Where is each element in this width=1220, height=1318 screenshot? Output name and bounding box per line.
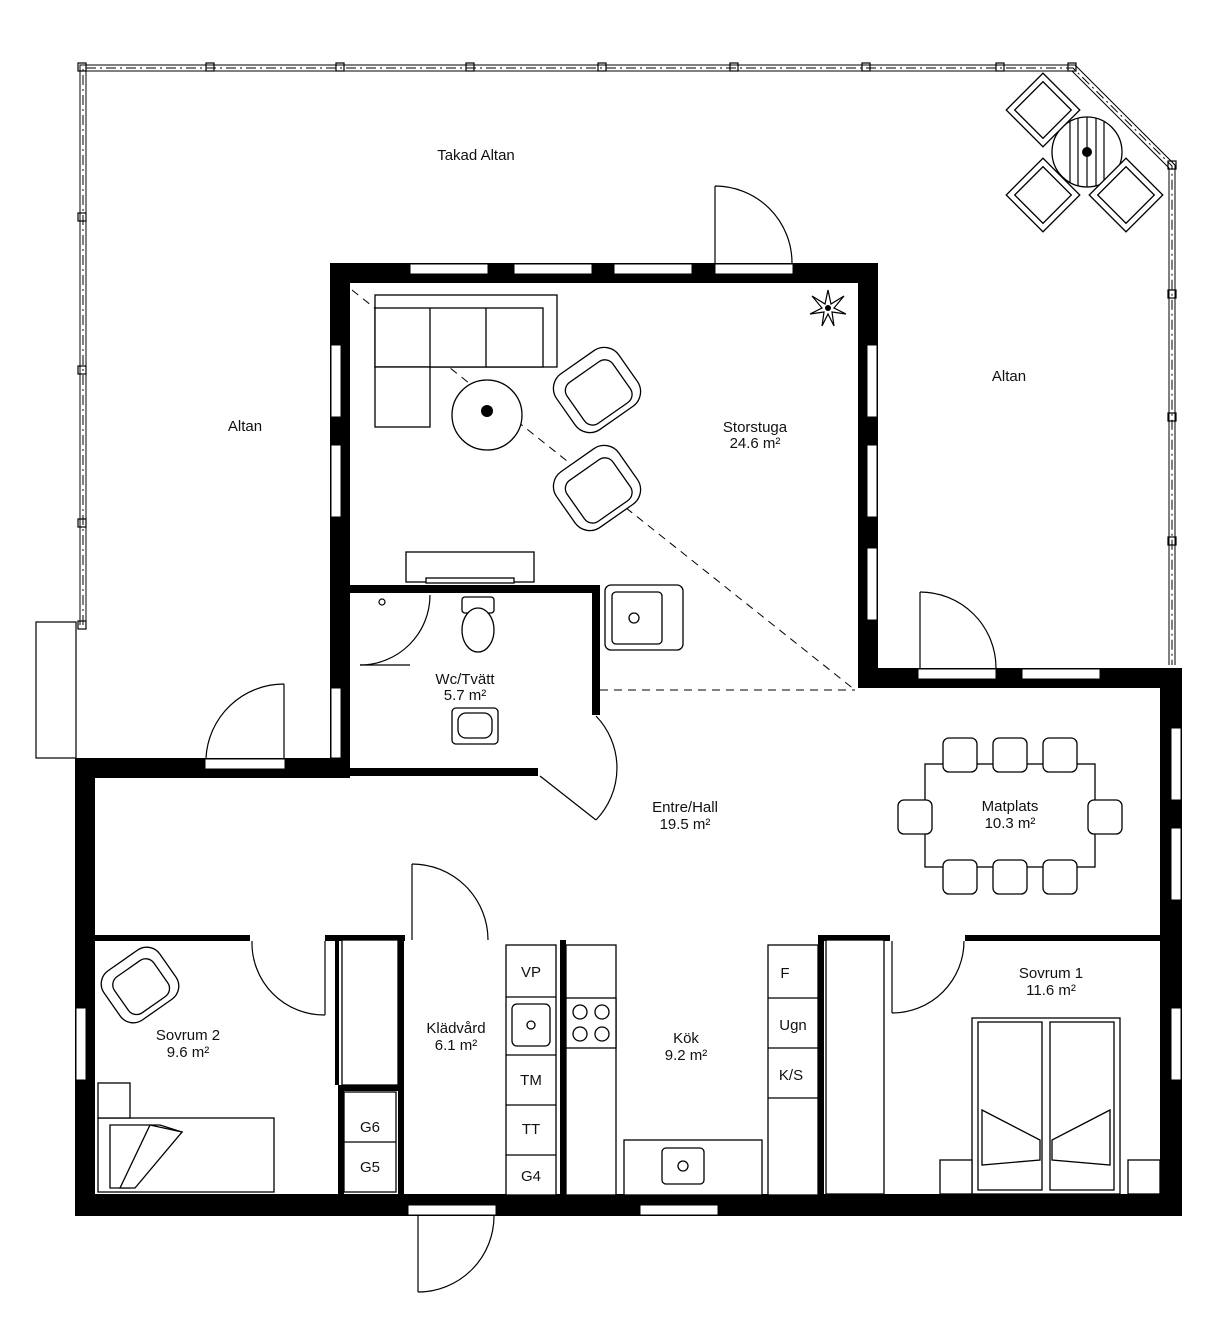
open-area-lines (351, 289, 856, 691)
armchair (100, 946, 180, 1024)
room-labels: Takad Altan Altan Altan Storstuga 24.6 m… (156, 147, 1083, 1064)
kitchen (565, 944, 819, 1196)
railing-posts (77, 62, 1177, 630)
room-kladvard-area: 6.1 m² (435, 1037, 478, 1054)
appliance-f: F (780, 965, 789, 982)
appliance-g4: G4 (521, 1168, 541, 1185)
appliance-g5: G5 (360, 1159, 380, 1176)
door-sovrum1 (891, 940, 965, 1014)
veranda-railing (35, 62, 1177, 759)
terrace-furniture (1005, 72, 1164, 233)
door-altan-left (205, 683, 285, 759)
room-matplats-area: 10.3 m² (985, 815, 1036, 832)
doors (205, 185, 997, 1293)
armchair (552, 346, 642, 434)
nightstand (97, 1082, 131, 1119)
utility-sink (511, 1003, 551, 1047)
appliance-ks: K/S (779, 1067, 803, 1084)
room-entre-area: 19.5 m² (660, 816, 711, 833)
terrace-chair (1005, 157, 1081, 233)
nightstand (939, 1159, 973, 1195)
appliance-vp: VP (521, 964, 541, 981)
room-matplats: Matplats (982, 798, 1039, 815)
tv-bench (405, 551, 535, 584)
appliance-tm: TM (520, 1072, 542, 1089)
appliance-ugn: Ugn (779, 1017, 807, 1034)
door-entrance (417, 1215, 495, 1293)
plant-icon (481, 405, 493, 417)
room-sovrum2: Sovrum 2 (156, 1027, 220, 1044)
appliance-g6: G6 (360, 1119, 380, 1136)
shower (359, 594, 431, 666)
room-takad-altan: Takad Altan (437, 147, 515, 164)
room-kok: Kök (673, 1030, 699, 1047)
nightstand (1127, 1159, 1161, 1195)
door-wc (539, 715, 618, 821)
sovrum1-furniture (825, 939, 1161, 1195)
room-storstuga-area: 24.6 m² (730, 435, 781, 452)
fireplace (604, 584, 684, 651)
room-sovrum1-area: 11.6 m² (1026, 982, 1076, 999)
wardrobe (825, 939, 885, 1195)
dining-table (924, 763, 1096, 868)
room-kladvard: Klädvård (426, 1020, 485, 1037)
armchair (552, 444, 642, 532)
room-wc: Wc/Tvätt (435, 671, 495, 688)
plant-icon (1082, 147, 1092, 157)
appliance-tt: TT (522, 1121, 540, 1138)
windows (75, 263, 1182, 1216)
room-wc-area: 5.7 m² (444, 687, 487, 704)
corner-sofa (374, 294, 558, 428)
room-sovrum2-area: 9.6 m² (167, 1044, 210, 1061)
room-storstuga: Storstuga (723, 419, 788, 436)
plant-icon (809, 289, 847, 327)
door-sovrum2 (251, 940, 326, 1016)
dining-furniture (897, 737, 1123, 895)
kitchen-sink (661, 1147, 705, 1185)
door-storstuga-top (714, 185, 793, 264)
steps (35, 621, 77, 759)
room-entre: Entre/Hall (652, 799, 718, 816)
door-kladvard (411, 863, 489, 941)
kladvard-cabinets (341, 939, 557, 1196)
stove (565, 997, 617, 1049)
storstuga-furniture (374, 289, 847, 651)
interior-walls (95, 585, 1162, 1195)
sink (451, 707, 499, 745)
wc-furniture (359, 594, 499, 745)
room-altan-left: Altan (228, 418, 262, 435)
room-altan-right: Altan (992, 368, 1026, 385)
room-sovrum1: Sovrum 1 (1019, 965, 1083, 982)
terrace-chair (1005, 72, 1081, 148)
terrace-chair (1088, 157, 1164, 233)
sovrum2-furniture (97, 946, 275, 1193)
room-kok-area: 9.2 m² (665, 1047, 708, 1064)
toilet (461, 596, 495, 653)
door-altan-right (919, 591, 997, 669)
appliance-labels: VP TM TT G4 G6 G5 F Ugn K/S (360, 964, 807, 1185)
